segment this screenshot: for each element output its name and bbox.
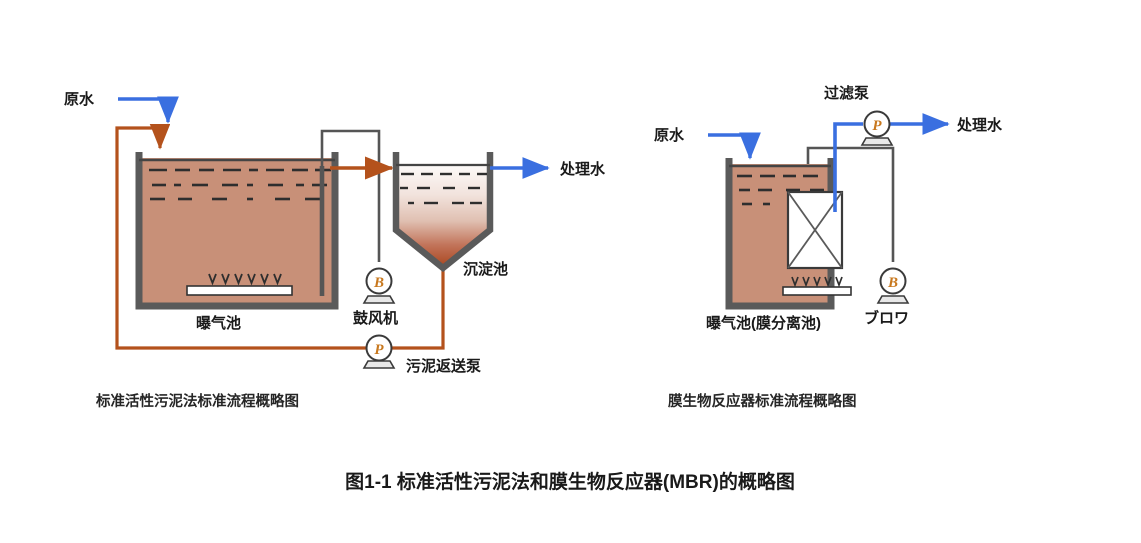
raw-water-label-left: 原水: [64, 90, 95, 108]
raw-water-label-right: 原水: [654, 126, 685, 144]
bubble-marks: [208, 273, 282, 286]
membrane-aeration-tank: [725, 158, 852, 310]
raw-water-inlet-arrow: [118, 96, 179, 124]
treated-water-label-right: 处理水: [956, 116, 1003, 134]
aeration-diffuser: [186, 273, 293, 296]
mbr-tank-label: 曝气池(膜分离池): [706, 314, 821, 332]
membrane-module: [786, 190, 844, 270]
blower-label-right: ブロワ: [864, 309, 909, 327]
sludge-pump-symbol: P: [374, 342, 384, 358]
settling-tank-label: 沉淀池: [463, 260, 508, 278]
treated-water-label-left: 处理水: [559, 160, 606, 178]
blower-left: B: [362, 267, 396, 304]
aeration-tank-wall: [135, 152, 339, 310]
filter-pump-label: 过滤泵: [824, 84, 869, 102]
left-diagram-caption: 标准活性污泥法标准流程概略图: [95, 392, 299, 410]
blower-label-left: 鼓风机: [353, 309, 398, 327]
settling-tank: [392, 152, 494, 273]
blower-right: B: [876, 267, 910, 304]
left-diagram: 原水: [64, 90, 606, 410]
sludge-return-pump: P: [362, 334, 396, 369]
mbr-diffuser: [782, 276, 852, 296]
permeate-suction-line: [833, 113, 950, 212]
raw-water-inlet-arrow-right: [708, 132, 761, 160]
figure-caption: 图1-1 标准活性污泥法和膜生物反应器(MBR)的概略图: [345, 470, 795, 493]
aeration-tank-liquid: [139, 158, 335, 306]
filter-pump: P: [860, 110, 894, 146]
aeration-tank: [135, 152, 339, 310]
right-diagram: 原水: [654, 84, 1003, 410]
settling-tank-wall: [392, 152, 494, 273]
filter-pump-symbol: P: [872, 118, 882, 134]
settler-particles: [400, 172, 487, 205]
right-diagram-caption: 膜生物反应器标准流程概略图: [668, 392, 857, 410]
sludge-return-line: [115, 124, 445, 350]
air-supply-pipe-left: [319, 129, 381, 296]
sludge-return-pump-label: 污泥返送泵: [406, 357, 481, 375]
aeration-tank-label: 曝气池: [196, 314, 241, 332]
settling-tank-liquid: [396, 163, 490, 268]
blower-symbol-right: B: [887, 275, 898, 291]
mbr-particles: [737, 174, 824, 206]
mixed-liquor-particles: [149, 168, 331, 201]
bubble-marks-right: [791, 276, 843, 288]
blower-symbol-left: B: [373, 275, 384, 291]
